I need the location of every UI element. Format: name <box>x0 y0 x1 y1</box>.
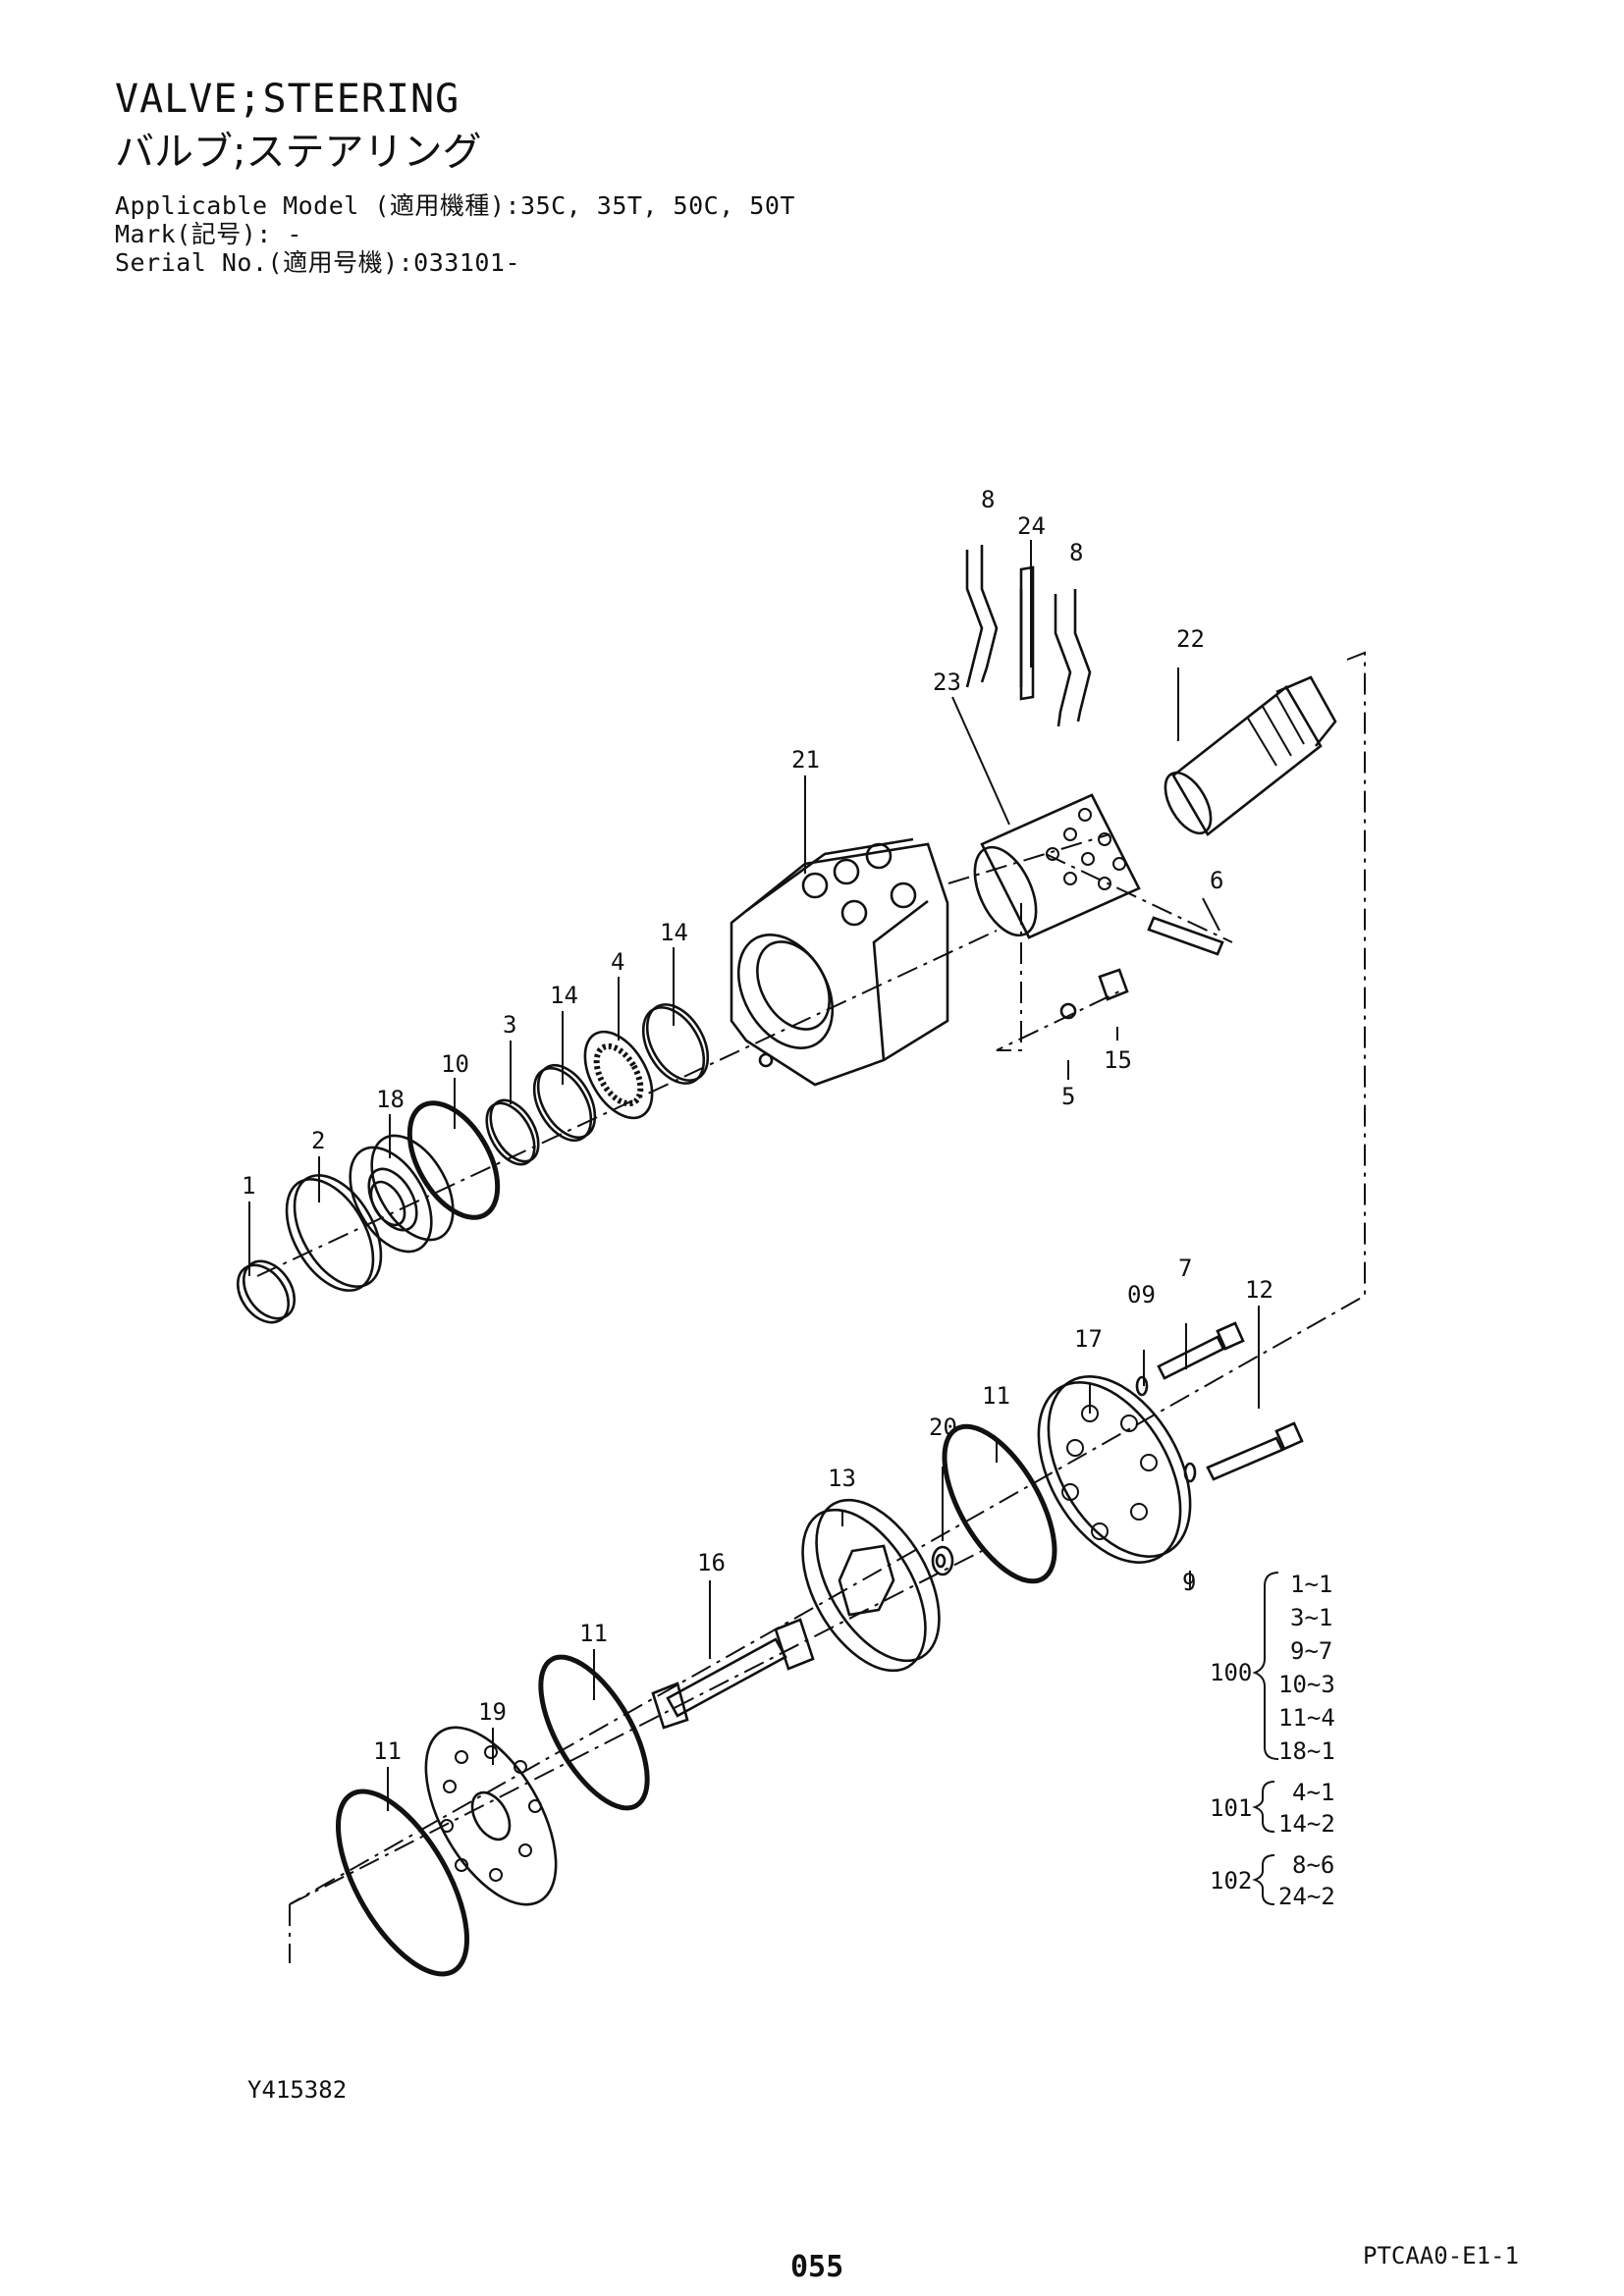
kit-100-item: 11~4 <box>1278 1704 1335 1732</box>
callout-labels: 1 2 18 10 3 14 4 14 21 23 8 24 8 22 6 5 … <box>242 486 1335 1910</box>
callout-24: 24 <box>1017 512 1046 540</box>
part-5-ball <box>1059 1002 1077 1020</box>
kit-braces <box>1252 1572 1279 1905</box>
kit-101-item: 4~1 <box>1292 1779 1334 1806</box>
document-code: PTCAA0-E1-1 <box>1363 2242 1519 2269</box>
kit-100-item: 3~1 <box>1290 1604 1332 1631</box>
part-4-bearing <box>583 1030 654 1120</box>
part-22-spool <box>1164 675 1337 836</box>
part-11-oring-b <box>538 1654 650 1811</box>
kit-100-item: 18~1 <box>1278 1737 1335 1765</box>
callout-23: 23 <box>933 668 961 696</box>
callout-3: 3 <box>503 1011 516 1039</box>
drawing-number: Y415382 <box>247 2076 348 2104</box>
part-15-plug <box>1098 968 1129 1001</box>
callout-2: 2 <box>311 1127 325 1154</box>
part-16-shaft <box>651 1618 815 1730</box>
assembly-axis <box>256 651 1366 1963</box>
kit-101-item: 14~2 <box>1278 1810 1335 1838</box>
part-18-bushing <box>349 1134 455 1254</box>
title-japanese: バルブ;ステアリング <box>115 130 482 175</box>
part-20-spacer <box>931 1545 954 1576</box>
kit-100-label: 100 <box>1210 1659 1252 1686</box>
part-8-springs-b <box>1054 589 1092 727</box>
callout-10: 10 <box>441 1050 469 1078</box>
part-21-housing <box>730 837 949 1087</box>
callout-15: 15 <box>1104 1046 1132 1074</box>
part-12-bolt <box>1206 1421 1304 1481</box>
callout-16: 16 <box>697 1549 726 1576</box>
callout-8b: 8 <box>1069 539 1083 566</box>
kit-102-item: 24~2 <box>1278 1883 1335 1910</box>
callout-5: 5 <box>1061 1083 1075 1110</box>
callout-4: 4 <box>611 948 624 976</box>
part-14-washer-b <box>641 1003 710 1085</box>
part-6-pin <box>1147 916 1224 956</box>
callout-09: 09 <box>1127 1281 1156 1308</box>
kit-100-item: 10~3 <box>1278 1671 1335 1698</box>
part-14-washer-a <box>532 1064 597 1142</box>
callout-11c: 11 <box>373 1737 402 1765</box>
kit-102-label: 102 <box>1210 1867 1252 1895</box>
kit-100-item: 9~7 <box>1290 1637 1332 1665</box>
callout-1: 1 <box>242 1172 255 1200</box>
part-3-ring <box>485 1098 540 1166</box>
part-8-springs-a <box>965 545 999 688</box>
part-9-washer <box>1183 1462 1197 1483</box>
callout-20: 20 <box>929 1414 957 1441</box>
kit-100-item: 1~1 <box>1290 1571 1332 1598</box>
part-13-gearset <box>801 1498 941 1673</box>
callout-11b: 11 <box>579 1620 608 1647</box>
callout-14b: 14 <box>660 919 688 946</box>
callout-18: 18 <box>376 1086 405 1113</box>
title-english: VALVE;STEERING <box>115 77 460 122</box>
part-23-sleeve <box>973 793 1141 939</box>
callout-14a: 14 <box>550 982 578 1009</box>
callout-21: 21 <box>791 746 820 774</box>
part-7-bolt <box>1157 1321 1245 1380</box>
part-09-washer <box>1135 1375 1149 1397</box>
part-1-ring <box>236 1259 297 1324</box>
part-10-oring <box>406 1100 501 1220</box>
callout-6: 6 <box>1210 867 1223 894</box>
page-number: 055 <box>790 2250 844 2284</box>
callout-9: 9 <box>1182 1569 1196 1596</box>
kit-101-label: 101 <box>1210 1794 1252 1822</box>
kit-102-item: 8~6 <box>1292 1851 1334 1879</box>
part-11-oring-c <box>335 1789 470 1977</box>
callout-7: 7 <box>1178 1255 1192 1282</box>
callout-11a: 11 <box>982 1382 1010 1410</box>
applicable-model: Applicable Model (適用機種):35C, 35T, 50C, 5… <box>115 191 795 220</box>
callout-13: 13 <box>828 1465 856 1492</box>
callout-12: 12 <box>1245 1276 1273 1304</box>
part-24-spring-plates <box>1019 565 1035 701</box>
callout-8a: 8 <box>981 486 995 513</box>
part-17-end-cover <box>1037 1375 1192 1564</box>
mark: Mark(記号): - <box>115 220 302 248</box>
part-2-ring <box>285 1174 383 1292</box>
leader-lines <box>248 540 1260 1811</box>
part-11-oring-a <box>942 1423 1057 1584</box>
part-19-plate <box>424 1726 558 1906</box>
callout-19: 19 <box>478 1698 507 1726</box>
serial-number: Serial No.(適用号機):033101- <box>115 248 521 277</box>
callout-22: 22 <box>1176 625 1205 653</box>
callout-17: 17 <box>1074 1325 1103 1353</box>
